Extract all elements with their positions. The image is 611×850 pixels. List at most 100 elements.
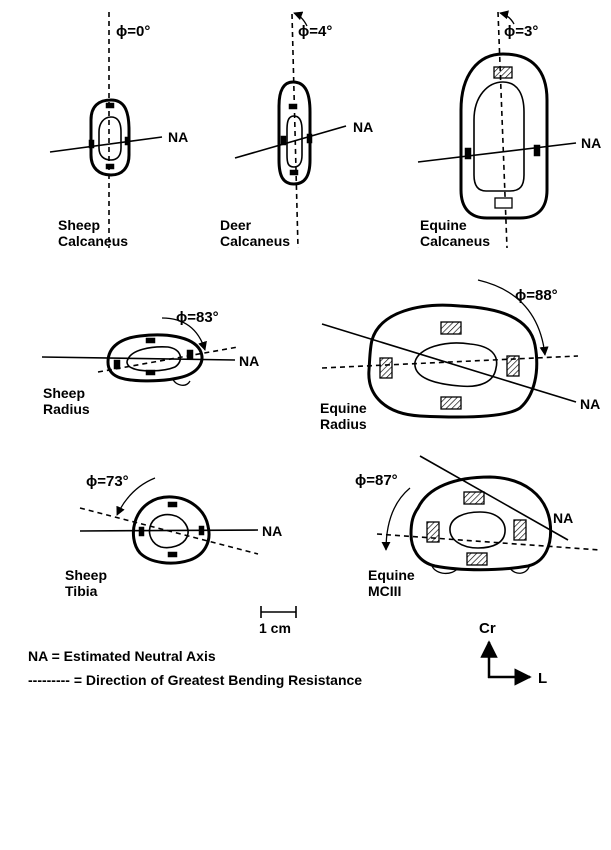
cortical-outline bbox=[277, 80, 312, 186]
greatest-bending-resistance-line bbox=[321, 355, 579, 369]
greatest-bending-resistance-line bbox=[79, 507, 259, 555]
rotation-arrow bbox=[499, 10, 515, 25]
bending-angle-label: ϕ=87° bbox=[355, 472, 398, 489]
specimen-equine-mciii: ϕ=87° NA Equine MCIII bbox=[355, 455, 601, 599]
bending-angle-label: ϕ=83° bbox=[176, 309, 219, 326]
specimen-name-line2: MCIII bbox=[368, 583, 401, 599]
strain-gauge bbox=[493, 66, 513, 79]
neutral-axis-label: NA bbox=[581, 135, 601, 151]
strain-gauge bbox=[167, 501, 178, 508]
specimen-name-line2: Radius bbox=[43, 401, 90, 417]
cortical-outline bbox=[89, 98, 131, 177]
specimen-sheep-radius: ϕ=83° NA Sheep Radius bbox=[41, 309, 259, 417]
cortical-outline bbox=[106, 333, 204, 383]
greatest-bending-resistance-line bbox=[376, 533, 601, 551]
legend: NA = Estimated Neutral Axis --------- = … bbox=[28, 648, 362, 688]
strain-gauge bbox=[280, 135, 287, 146]
strain-gauge bbox=[306, 133, 313, 144]
strain-gauge bbox=[124, 136, 131, 146]
neutral-axis-label: NA bbox=[553, 510, 573, 526]
specimen-sheep-calcaneus: ϕ=0° NA Sheep Calcaneus bbox=[49, 12, 188, 249]
strain-gauge bbox=[440, 396, 462, 410]
strain-gauge bbox=[288, 103, 298, 110]
scale-bar-label: 1 cm bbox=[259, 620, 291, 636]
cortical-outline bbox=[367, 303, 539, 419]
bending-angle-label: ϕ=88° bbox=[515, 287, 558, 304]
neutral-axis-line bbox=[417, 142, 577, 163]
neutral-axis-line bbox=[49, 136, 163, 153]
cranial-label: Cr bbox=[479, 620, 496, 637]
specimen-sheep-tibia: ϕ=73° NA Sheep Tibia bbox=[65, 473, 282, 599]
cortical-outline bbox=[459, 52, 549, 220]
orientation-indicator: Cr L bbox=[479, 620, 547, 687]
medullary-canal bbox=[449, 511, 506, 549]
bending-angle-label: ϕ=3° bbox=[504, 23, 538, 40]
bone-protrusion bbox=[171, 377, 191, 386]
specimen-name-line2: Radius bbox=[320, 416, 367, 432]
strain-gauge bbox=[379, 357, 393, 379]
strain-gauge bbox=[440, 321, 462, 335]
rotation-arrow bbox=[477, 279, 549, 356]
rotation-arrow bbox=[381, 487, 411, 551]
specimen-equine-radius: ϕ=88° NA Equine Radius bbox=[320, 279, 600, 432]
bending-angle-label: ϕ=4° bbox=[298, 23, 332, 40]
scale-bar: 1 cm bbox=[259, 606, 297, 636]
neutral-axis-line bbox=[321, 323, 577, 403]
cortical-outline bbox=[409, 475, 553, 572]
strain-gauge bbox=[105, 102, 115, 109]
specimen-name-line2: Calcaneus bbox=[420, 233, 490, 249]
strain-gauge bbox=[513, 519, 527, 541]
specimen-name-line1: Sheep bbox=[43, 385, 85, 401]
specimen-name-line1: Sheep bbox=[65, 567, 107, 583]
specimen-name-line1: Equine bbox=[368, 567, 415, 583]
neutral-axis-label: NA bbox=[262, 523, 282, 539]
strain-gauge bbox=[533, 144, 541, 157]
greatest-bending-resistance-line bbox=[97, 346, 239, 373]
strain-gauge bbox=[186, 349, 194, 360]
specimen-name-line1: Equine bbox=[320, 400, 367, 416]
bending-angle-label: ϕ=0° bbox=[116, 23, 150, 40]
lateral-label: L bbox=[538, 670, 547, 687]
medullary-canal bbox=[148, 513, 189, 549]
specimen-name-line1: Deer bbox=[220, 217, 252, 233]
bone-protrusion bbox=[431, 565, 459, 575]
strain-gauge bbox=[138, 526, 145, 537]
strain-gauge bbox=[494, 197, 513, 209]
neutral-axis-label: NA bbox=[239, 353, 259, 369]
bone-protrusion bbox=[509, 563, 531, 574]
cortical-outline bbox=[131, 495, 211, 565]
strain-gauge bbox=[113, 359, 121, 370]
strain-gauge bbox=[145, 369, 156, 376]
strain-gauge bbox=[88, 139, 95, 149]
strain-gauge bbox=[105, 163, 115, 170]
neutral-axis-label: NA bbox=[168, 129, 188, 145]
neutral-axis-line bbox=[41, 356, 236, 361]
strain-gauge bbox=[289, 169, 299, 176]
specimen-name-line2: Tibia bbox=[65, 583, 98, 599]
medullary-canal bbox=[414, 342, 498, 388]
strain-gauge bbox=[198, 525, 205, 536]
rotation-arrow bbox=[161, 317, 207, 351]
neutral-axis-line bbox=[419, 455, 569, 541]
strain-gauge bbox=[463, 491, 485, 505]
greatest-bending-resistance-line bbox=[497, 11, 508, 249]
strain-gauge bbox=[506, 355, 520, 377]
rotation-arrow bbox=[116, 477, 156, 516]
neutral-axis-label: NA bbox=[353, 119, 373, 135]
strain-gauge bbox=[426, 521, 440, 543]
strain-gauge bbox=[145, 337, 156, 344]
medullary-canal bbox=[286, 115, 303, 168]
strain-gauge bbox=[464, 147, 472, 160]
strain-gauge bbox=[167, 551, 178, 558]
neutral-axis-line bbox=[234, 125, 347, 159]
specimen-name-line1: Sheep bbox=[58, 217, 100, 233]
specimen-name-line2: Calcaneus bbox=[220, 233, 290, 249]
specimen-name-line2: Calcaneus bbox=[58, 233, 128, 249]
specimen-deer-calcaneus: ϕ=4° NA Deer Calcaneus bbox=[220, 11, 373, 249]
medullary-canal bbox=[98, 116, 122, 161]
legend-neutral-axis: NA = Estimated Neutral Axis bbox=[28, 648, 216, 664]
strain-gauge bbox=[466, 552, 488, 566]
legend-dashed-line: --------- = Direction of Greatest Bendin… bbox=[28, 672, 362, 688]
specimen-equine-calcaneus: ϕ=3° NA Equine Calcaneus bbox=[417, 10, 601, 249]
